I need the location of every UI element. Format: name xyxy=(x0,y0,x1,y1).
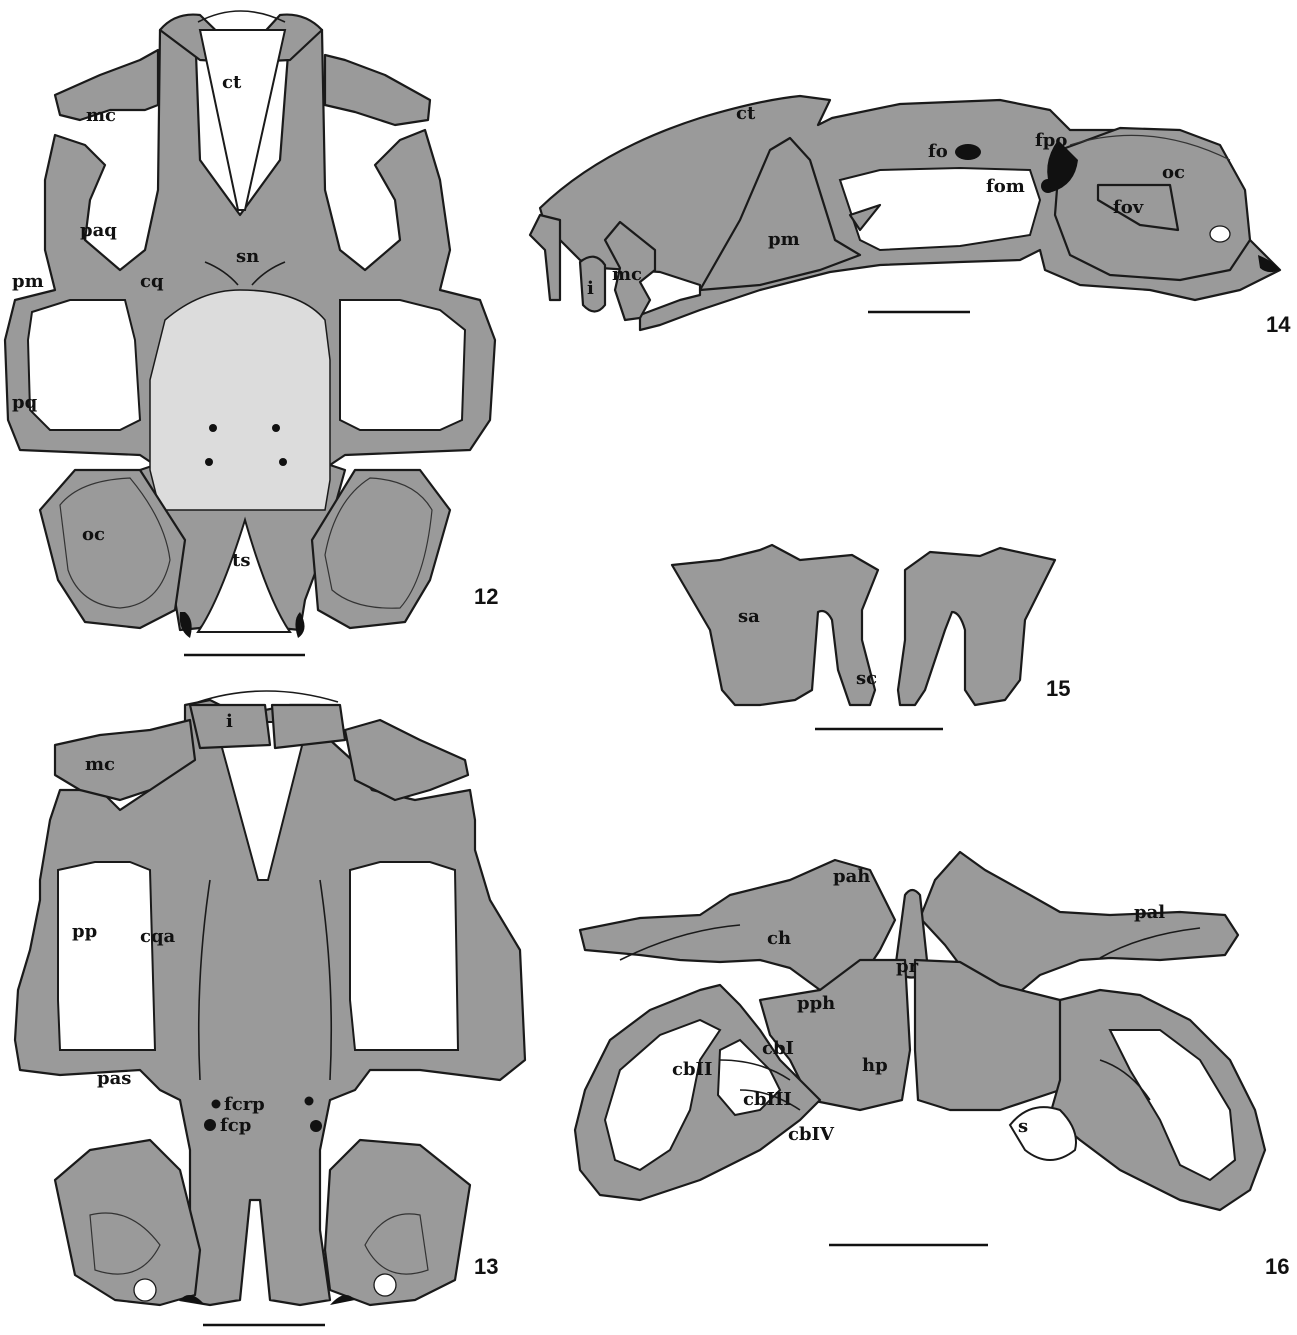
fig12-label-mc: mc xyxy=(86,105,116,126)
fig16-hp-right xyxy=(915,960,1080,1110)
fig16-label-ch: ch xyxy=(767,928,791,949)
fig14-foramen xyxy=(1210,226,1230,242)
fig14-label-i: i xyxy=(587,278,594,299)
fig13-infrarostral-right xyxy=(272,705,345,748)
fig12-label-pm: pm xyxy=(12,271,44,292)
fig12-label-sn: sn xyxy=(236,246,259,267)
fig13-label-i: i xyxy=(226,711,233,732)
figure-14: ct fo fpo fom oc fov pm i mc 14 xyxy=(530,96,1291,337)
fig14-fo xyxy=(955,144,981,160)
fig15-label-sc: sc xyxy=(856,668,877,689)
fig12-label-paq: paq xyxy=(80,220,117,241)
fig14-label-mc: mc xyxy=(612,264,642,285)
fig13-label-fcp: fcp xyxy=(220,1115,251,1136)
figure-13: i mc pp cqa pas fcrp fcp 13 xyxy=(15,691,525,1325)
fig13-label-cqa: cqa xyxy=(140,926,176,947)
fig14-label-oc: oc xyxy=(1162,162,1185,183)
fig14-label-ct: ct xyxy=(736,103,756,124)
fig13-arc xyxy=(198,691,338,702)
fig13-otic-left-foramen xyxy=(134,1279,156,1301)
fig14-ct-rod xyxy=(530,215,560,300)
fig15-number: 15 xyxy=(1046,676,1070,701)
fig12-label-pq: pq xyxy=(12,392,38,413)
fig14-label-pm: pm xyxy=(768,229,800,250)
fig13-otic-left xyxy=(55,1140,200,1305)
fig13-fcp-left xyxy=(204,1119,216,1131)
fig12-label-oc: oc xyxy=(82,524,105,545)
fig13-otic-right-foramen xyxy=(374,1274,396,1296)
fig13-label-pas: pas xyxy=(97,1068,131,1089)
fig12-suprarostral-arc xyxy=(198,11,285,22)
fig16-label-s: s xyxy=(1018,1116,1028,1137)
fig16-label-pal: pal xyxy=(1134,902,1165,923)
fig12-fenestra xyxy=(150,290,330,510)
fig15-left-cartilage xyxy=(672,545,878,705)
figure-15: sa sc 15 xyxy=(672,545,1070,729)
fig12-dot-2 xyxy=(272,424,280,432)
fig12-meckel-right xyxy=(325,55,430,125)
fig16-label-hp: hp xyxy=(862,1055,888,1076)
fig16-label-cbIII: cbIII xyxy=(743,1089,792,1110)
fig12-dot-4 xyxy=(279,458,287,466)
fig12-number: 12 xyxy=(474,584,498,609)
figure-12: ct mc paq pm cq sn pq oc ts 12 xyxy=(5,11,498,655)
fig13-fcrp-left xyxy=(212,1100,221,1109)
fig13-label-mc: mc xyxy=(85,754,115,775)
fig16-label-pph: pph xyxy=(797,993,835,1014)
fig16-label-pah: pah xyxy=(833,866,870,887)
figure-16: pah pal ch pr pph cbI cbII cbIII cbIV hp… xyxy=(575,852,1289,1279)
fig16-label-cbIV: cbIV xyxy=(788,1124,835,1145)
fig13-fcp-right xyxy=(310,1120,322,1132)
fig16-number: 16 xyxy=(1265,1254,1289,1279)
fig16-label-pr: pr xyxy=(896,956,919,977)
fig16-label-cbII: cbII xyxy=(672,1059,712,1080)
fig12-dot-1 xyxy=(209,424,217,432)
fig13-otic-right xyxy=(325,1140,470,1305)
fig14-label-fov: fov xyxy=(1113,197,1144,218)
fig14-label-fpo: fpo xyxy=(1035,130,1067,151)
fig12-label-cq: cq xyxy=(140,271,164,292)
fig13-label-fcrp: fcrp xyxy=(224,1094,265,1115)
fig13-window-left xyxy=(58,862,155,1050)
fig13-window-right xyxy=(350,862,458,1050)
fig13-fcrp-right xyxy=(305,1097,314,1106)
fig13-number: 13 xyxy=(474,1254,498,1279)
fig14-label-fom: fom xyxy=(986,176,1025,197)
fig15-right-cartilage xyxy=(898,548,1055,705)
fig14-label-fo: fo xyxy=(928,141,948,162)
fig12-label-ct: ct xyxy=(222,72,242,93)
fig12-label-ts: ts xyxy=(232,550,250,571)
fig14-number: 14 xyxy=(1266,312,1291,337)
fig13-label-pp: pp xyxy=(72,921,97,942)
fig12-dot-3 xyxy=(205,458,213,466)
fig12-window-left xyxy=(28,300,140,430)
fig15-label-sa: sa xyxy=(738,606,760,627)
fig16-label-cbI: cbI xyxy=(762,1038,794,1059)
fig12-window-right xyxy=(340,300,465,430)
